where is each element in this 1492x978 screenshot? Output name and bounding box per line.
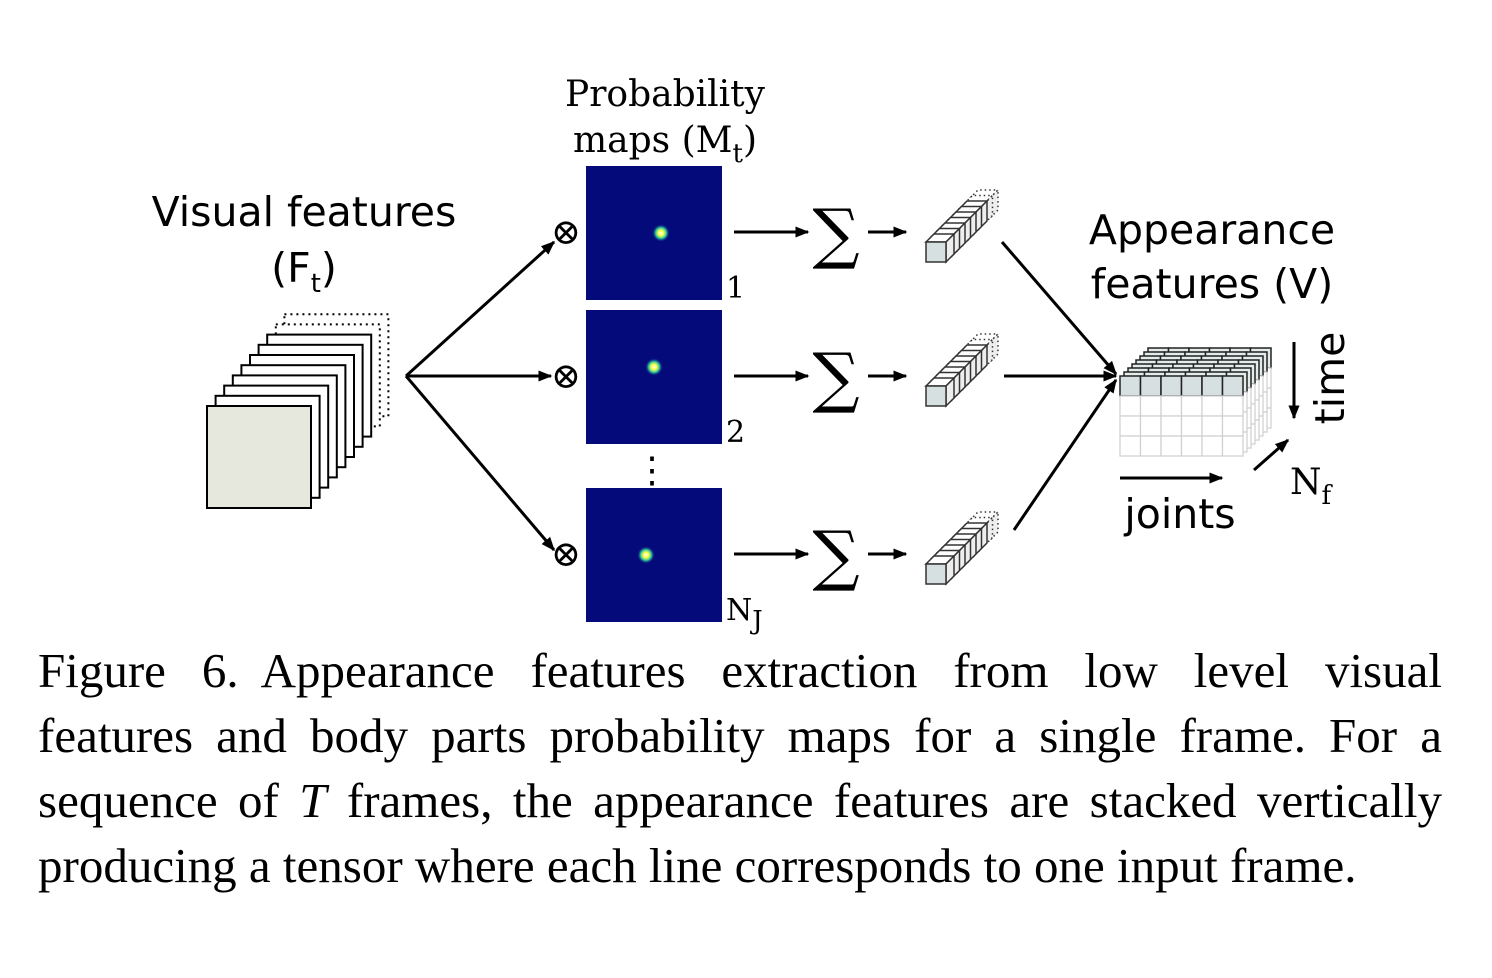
tensor-cell <box>1180 415 1203 437</box>
caption-math-t: T <box>299 773 327 828</box>
caption-text-before: Appearance features extraction from low … <box>38 643 1442 828</box>
appearance-tensor <box>1119 347 1272 457</box>
nf-label: Nf <box>1290 462 1334 511</box>
appearance-features-title: Appearance <box>1089 206 1335 254</box>
tensor-cell <box>1201 435 1224 457</box>
nf-arrow <box>1253 438 1290 472</box>
probability-map-index: 1 <box>726 271 745 306</box>
tensor-cell <box>1221 435 1244 457</box>
visual-features-title: Visual features <box>152 188 457 236</box>
fanout-arrow-3 <box>404 375 556 552</box>
summation-symbol: ∑ <box>812 517 859 594</box>
pooled-feature-vector <box>924 188 1000 264</box>
elementwise-product-symbol: ⊗ <box>551 212 581 253</box>
tensor-cell <box>1119 375 1142 397</box>
pooled-feature-vector <box>924 510 1000 586</box>
joint-probability-peak <box>637 546 655 564</box>
tensor-cell <box>1221 415 1244 437</box>
fanout-arrow-1 <box>404 240 556 378</box>
figure-caption: Figure 6.Appearance features extraction … <box>38 638 1442 898</box>
tensor-cell <box>1180 435 1203 457</box>
visual-features-stack <box>206 313 390 509</box>
probability-map-index: NJ <box>726 593 763 636</box>
tensor-cell <box>1139 435 1162 457</box>
tensor-cell <box>1119 435 1142 457</box>
probability-map-index: 2 <box>726 415 745 450</box>
feature-map-layer <box>206 405 312 509</box>
tensor-cell <box>1160 415 1183 437</box>
tensor-cell <box>1221 395 1244 417</box>
tensor-cell <box>1139 375 1162 397</box>
tensor-cell <box>1160 395 1183 417</box>
vertical-ellipsis: ⋮ <box>634 450 670 491</box>
joint-probability-peak <box>652 224 670 242</box>
figure-label: Figure 6. <box>38 643 239 698</box>
probability-maps-title: Probability <box>565 74 766 115</box>
pooled-feature-vector <box>924 332 1000 408</box>
converge-arrow-1 <box>1000 241 1118 376</box>
tensor-cell <box>1180 375 1203 397</box>
tensor-cell <box>1180 395 1203 417</box>
tensor-cell <box>1201 415 1224 437</box>
tensor-cell <box>1201 395 1224 417</box>
tensor-cell <box>1160 435 1183 457</box>
converge-arrow-3 <box>1012 378 1118 531</box>
tensor-cell <box>1119 415 1142 437</box>
elementwise-product-symbol: ⊗ <box>551 356 581 397</box>
summation-symbol: ∑ <box>812 339 859 416</box>
elementwise-product-symbol: ⊗ <box>551 534 581 575</box>
tensor-cell <box>1139 395 1162 417</box>
appearance-features-symbol: features (V) <box>1091 260 1333 308</box>
joints-label: joints <box>1123 490 1235 538</box>
tensor-cell <box>1221 375 1244 397</box>
summation-symbol: ∑ <box>812 195 859 272</box>
probability-maps-symbol: maps (Mt) <box>573 120 757 169</box>
tensor-cell <box>1201 375 1224 397</box>
probability-map-rows: ⊗ 1 ∑ ⊗ 2 ∑ ⊗ NJ ∑ <box>551 166 1000 636</box>
joint-probability-peak <box>645 358 663 376</box>
time-label: time <box>1306 332 1354 425</box>
appearance-features-diagram: Visual features (Ft) Probability maps (M… <box>152 74 1354 636</box>
tensor-cell <box>1160 375 1183 397</box>
probability-map <box>586 310 722 444</box>
tensor-cell <box>1139 415 1162 437</box>
tensor-cell <box>1119 395 1142 417</box>
caption-text-after: frames, the appearance features are stac… <box>38 773 1442 893</box>
visual-features-symbol: (Ft) <box>271 244 337 299</box>
